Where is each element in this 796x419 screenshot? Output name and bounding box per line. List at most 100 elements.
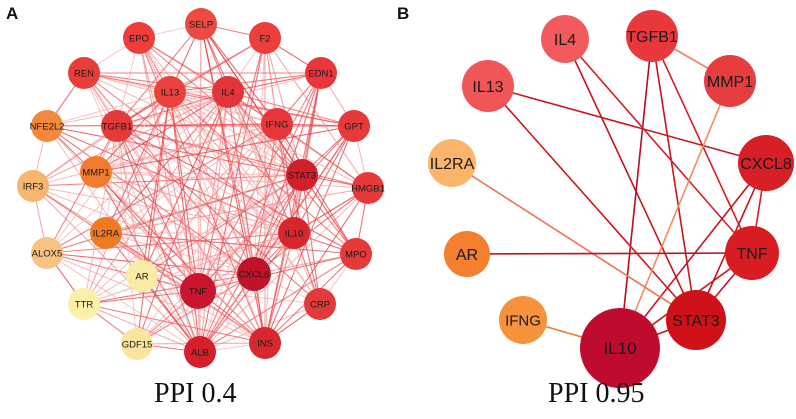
edge-IL10-AR [141,232,295,277]
edge-IFNG-TTR [83,123,278,305]
node-label: TGFB1 [626,29,678,46]
edge-IFNG-IL2RA [105,123,278,234]
edge-IL13-IRF3 [32,91,171,187]
edge-INS-IL4 [227,91,266,344]
edge-CXCL8-IL2RA [105,232,255,275]
edge-IL10-TTR [83,232,295,305]
edge-CXCL8-EPO [138,37,255,275]
node-label: STAT3 [672,313,720,330]
edge-STAT3-CRP [301,174,321,305]
edge-IL13-EDN1 [169,72,322,93]
edge-IL2RA-MPO [105,232,357,255]
edge-MMP1-HMGB1 [95,171,369,189]
edge-IL4-GPT [227,91,355,127]
node-ar: AR [444,231,490,277]
node-label: CXCL8 [740,156,792,173]
edge-CXCL8-NFE2L2 [46,125,255,275]
node-label: MMP1 [82,168,109,179]
edge-TGFB1-HMGB1 [116,125,369,189]
node-selp: SELP [185,8,217,40]
edge-IL4-GDF15 [136,91,229,345]
node-label: GPT [344,122,364,133]
node-label: CXCL8 [239,270,270,281]
node-cxcl8: CXCL8 [237,257,271,291]
node-cxcl8: CXCL8 [738,135,794,191]
edge-IFNG-MPO [276,123,357,255]
node-label: IFNG [266,120,289,131]
edge-AR-TNF [466,252,753,255]
edge-ALB-TGFB1 [116,125,201,353]
node-label: INS [257,339,273,350]
panel-b-caption: PPI 0.95 [548,378,645,409]
edge-IL10-IL4 [227,91,295,234]
edge-IL13-AR [141,91,171,277]
edge-IL10-ALOX5 [46,232,295,254]
node-label: CRP [310,300,330,311]
edge-TGFB1-SELP [116,23,202,127]
node-label: AR [135,272,148,283]
edge-IL4-STAT3 [564,38,697,321]
node-label: IL4 [554,32,576,49]
node-label: IL13 [472,79,503,96]
edge-ALB-MPO [199,253,357,353]
edge-TGFB1-MPO [116,125,357,255]
edge-IL13-MMP1 [95,91,171,173]
node-label: IL13 [161,88,180,99]
edge-IL4-TNF [564,38,753,254]
node-alb: ALB [184,336,216,368]
node-label: IRF3 [23,182,44,193]
edge-IL2RA-HMGB1 [105,187,369,234]
edge-IL13-CRP [169,91,321,305]
node-label: F2 [259,34,270,45]
edge-INS-IFNG [264,123,278,344]
node-label: IL2RA [430,156,475,173]
edge-INS-HMGB1 [264,187,369,344]
node-label: NFE2L2 [30,122,65,133]
node-label: TGFB1 [102,122,133,133]
node-il10: IL10 [580,308,660,388]
node-stat3: STAT3 [286,159,318,191]
edge-IL10-INS [264,232,295,344]
panel-b-letter: B [397,4,410,23]
edge-IL10-IRF3 [32,185,295,234]
node-ttr: TTR [68,288,100,320]
node-tnf: TNF [180,273,216,309]
edge-IFNG-NFE2L2 [46,123,278,127]
edge-IL10-SELP [200,23,295,234]
edge-IL13-IL2RA [105,91,171,234]
edge-IL13-STAT3 [487,85,697,321]
edge-STAT3-ALOX5 [46,174,303,254]
node-epo: EPO [123,22,155,54]
node-il4: IL4 [541,15,589,63]
edge-TGFB1-ALOX5 [46,125,118,254]
node-tnf: TNF [725,226,779,280]
node-stat3: STAT3 [666,290,726,350]
edge-IL13-MPO [169,91,357,255]
edge-IL10-NFE2L2 [46,125,295,234]
edge-IFNG-CRP [276,123,321,305]
edge-F2-HMGB1 [264,37,369,189]
edge-TGFB1-IL2RA [105,125,118,234]
node-label: IL4 [221,88,234,99]
edge-IFNG-IL13 [169,91,278,125]
node-tgfb1: TGFB1 [626,10,678,62]
edge-TNF-CRP [197,290,321,305]
edge-STAT3-EPO [138,37,303,176]
edge-ALB-GPT [199,125,355,353]
node-alox5: ALOX5 [31,237,63,269]
edge-ALB-NFE2L2 [46,125,201,353]
node-label: TNF [736,246,767,263]
node-label: REN [74,69,94,80]
edge-IL2RA-STAT3 [451,162,697,321]
node-tgfb1: TGFB1 [101,110,133,142]
edge-CXCL8-TTR [83,273,255,305]
node-label: SELP [189,20,213,31]
node-mmp1: MMP1 [80,156,112,188]
node-il13: IL13 [462,60,514,112]
edge-IL13-F2 [169,37,266,93]
edge-INS-AR [141,275,266,344]
edge-IFNG-GDF15 [136,123,278,345]
edge-IL4-REN [83,72,229,93]
